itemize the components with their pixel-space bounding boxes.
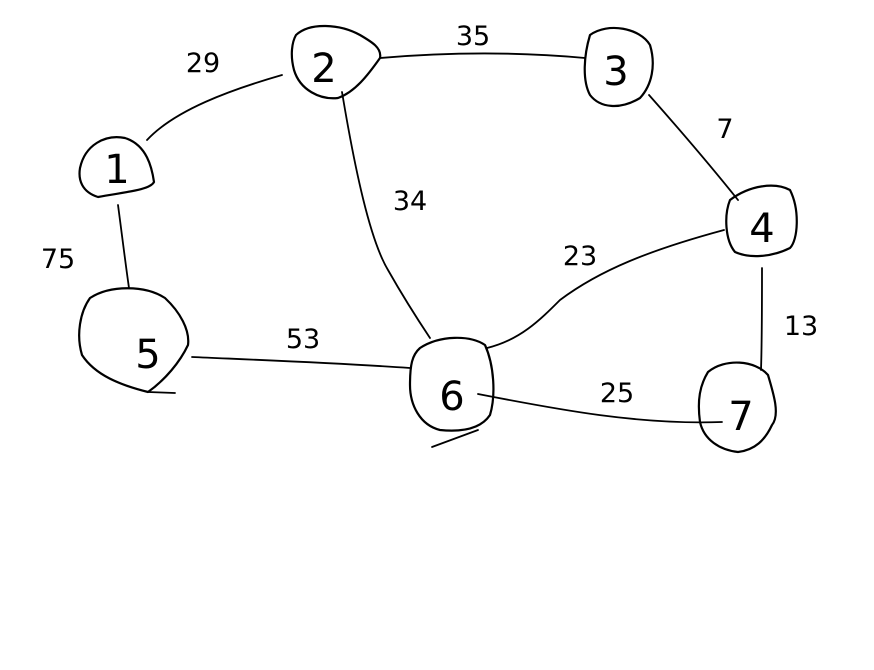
node-7: 7: [697, 361, 777, 454]
node-label-3: 3: [603, 49, 628, 95]
edge-6-4: [486, 229, 725, 349]
edge-1-2: [146, 74, 283, 141]
weight-label-5-6: 53: [286, 324, 320, 355]
node-label-1: 1: [104, 147, 129, 193]
edge-2-3: [379, 52, 586, 59]
edge-3-4: [648, 94, 739, 201]
node-6-tail: [431, 429, 479, 448]
node-label-5: 5: [135, 332, 160, 378]
weight-label-6-7: 25: [600, 378, 634, 409]
edge-4-7: [760, 267, 763, 371]
node-5: 5: [78, 287, 190, 394]
node-label-4: 4: [749, 206, 774, 252]
weight-label-6-4: 23: [563, 241, 597, 272]
weight-label-3-4: 7: [716, 114, 733, 145]
node-4: 4: [725, 184, 798, 258]
node-label-2: 2: [311, 46, 336, 92]
node-2: 2: [290, 24, 382, 100]
edge-2-6: [341, 91, 431, 339]
weight-label-2-6: 34: [393, 186, 427, 217]
node-3: 3: [583, 26, 654, 107]
node-label-6: 6: [439, 374, 464, 420]
node-6: 6: [408, 336, 495, 448]
weight-label-1-5: 75: [41, 244, 75, 275]
weight-label-4-7: 13: [784, 311, 818, 342]
edge-6-7: [477, 393, 723, 424]
node-1: 1: [78, 136, 156, 199]
edge-1-5: [117, 204, 130, 289]
edge-5-6: [191, 356, 411, 369]
node-label-7: 7: [728, 394, 753, 440]
weight-label-2-3: 35: [456, 21, 490, 52]
node-5-tail: [147, 391, 176, 394]
weight-label-1-2: 29: [186, 48, 220, 79]
